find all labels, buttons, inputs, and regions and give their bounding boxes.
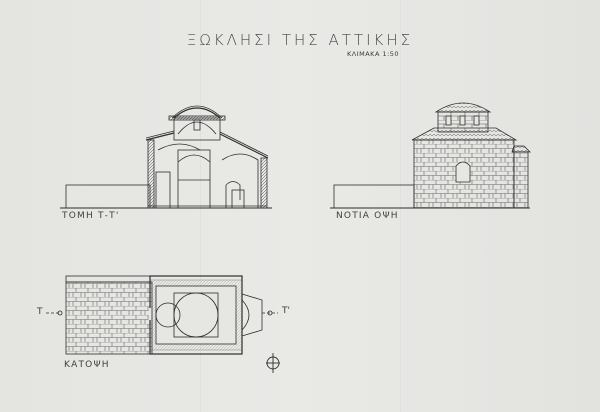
north-arrow-icon (266, 353, 280, 373)
plan-drawing (46, 275, 278, 355)
section-mark-left: Τ (37, 307, 43, 317)
section-label: ΤΟΜΗ Τ-Τ' (62, 211, 120, 221)
elevation-label: ΝΟΤΙΑ ΟΨΗ (336, 211, 399, 221)
paper-fold (400, 0, 401, 412)
plan-label: ΚΑΤΟΨΗ (64, 360, 110, 370)
section-drawing (60, 105, 272, 209)
elevation-drawing (330, 102, 531, 209)
scale-label: ΚΛΙΜΑΚΑ 1:50 (347, 50, 400, 58)
section-mark-right: Τ' (282, 306, 290, 316)
page-title: ΞΩΚΛΗΣΙ ΤΗΣ ΑΤΤΙΚΗΣ (186, 31, 414, 49)
